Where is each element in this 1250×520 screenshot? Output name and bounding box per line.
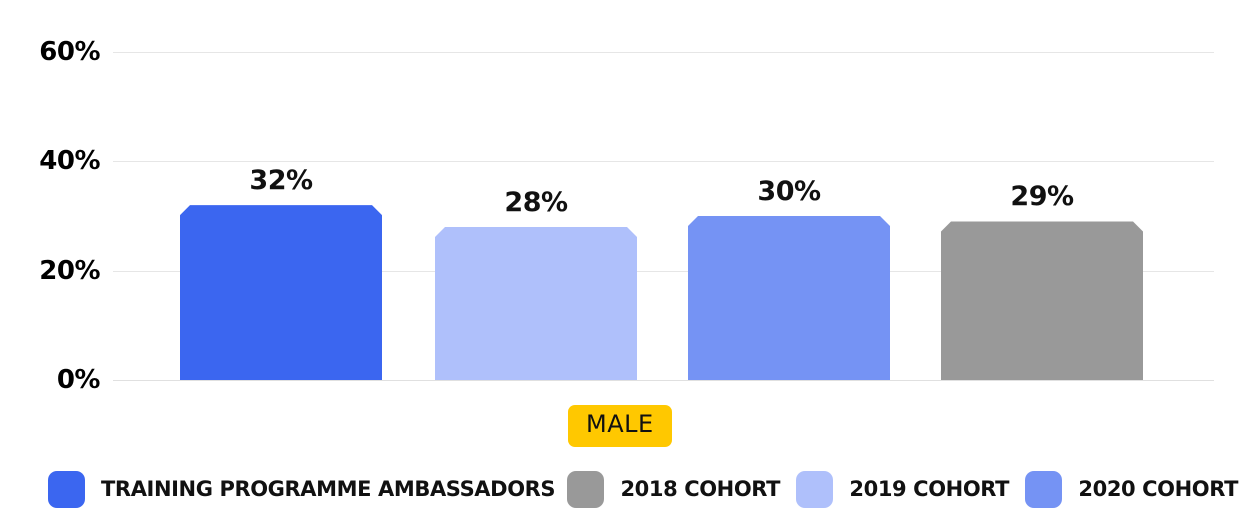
legend-swatch-icon-2020-cohort: [1025, 470, 1063, 508]
legend-item-2019-cohort[interactable]: 2019 COHORT: [796, 468, 1009, 510]
y-axis-tick-60: 60%: [39, 37, 100, 67]
bar-value-label-2020-cohort: 30%: [757, 176, 821, 207]
bar-value-label-2018-cohort: 29%: [1010, 181, 1074, 213]
bar-value-label-2019-cohort: 28%: [504, 186, 568, 218]
bar-value-label-training-programme-ambassadors: 32%: [249, 165, 313, 197]
y-axis-tick-0: 0%: [56, 365, 101, 395]
legend-swatch-icon-training-programme-ambassadors: [48, 470, 85, 508]
legend-label-2018-cohort: 2018 COHORT: [620, 476, 781, 501]
legend-label-2019-cohort: 2019 COHORT: [849, 476, 1010, 501]
bar-training-programme-ambassadors[interactable]: [180, 205, 382, 380]
y-axis-tick-40: 40%: [39, 146, 100, 177]
gridline-40: [113, 161, 1214, 163]
legend-item-2018-cohort[interactable]: 2018 COHORT: [567, 468, 780, 510]
legend-item-training-programme-ambassadors[interactable]: TRAINING PROGRAMME AMBASSADORS: [48, 468, 556, 510]
plot-area: 60% 40% 20% 0% 32% 28% 30% 29%: [39, 37, 1214, 395]
gridline-60: [113, 52, 1214, 53]
bar-2020-cohort[interactable]: [688, 216, 890, 380]
legend-item-2020-cohort[interactable]: 2020 COHORT: [1025, 468, 1238, 510]
bar-2019-cohort[interactable]: [435, 227, 637, 380]
legend-swatch-icon-2018-cohort: [567, 470, 605, 508]
x-axis-category-label-male: MALE: [568, 405, 672, 447]
legend-swatch-icon-2019-cohort: [796, 470, 834, 508]
gridline-0-baseline: [113, 380, 1214, 381]
legend: TRAINING PROGRAMME AMBASSADORS 2018 COHO…: [48, 468, 1238, 510]
legend-label-2020-cohort: 2020 COHORT: [1078, 476, 1239, 501]
gridline-20: [113, 270, 1214, 272]
bar-2018-cohort[interactable]: [941, 221, 1143, 380]
y-axis-tick-20: 20%: [39, 255, 100, 286]
legend-label-training-programme-ambassadors: TRAINING PROGRAMME AMBASSADORS: [101, 476, 556, 501]
